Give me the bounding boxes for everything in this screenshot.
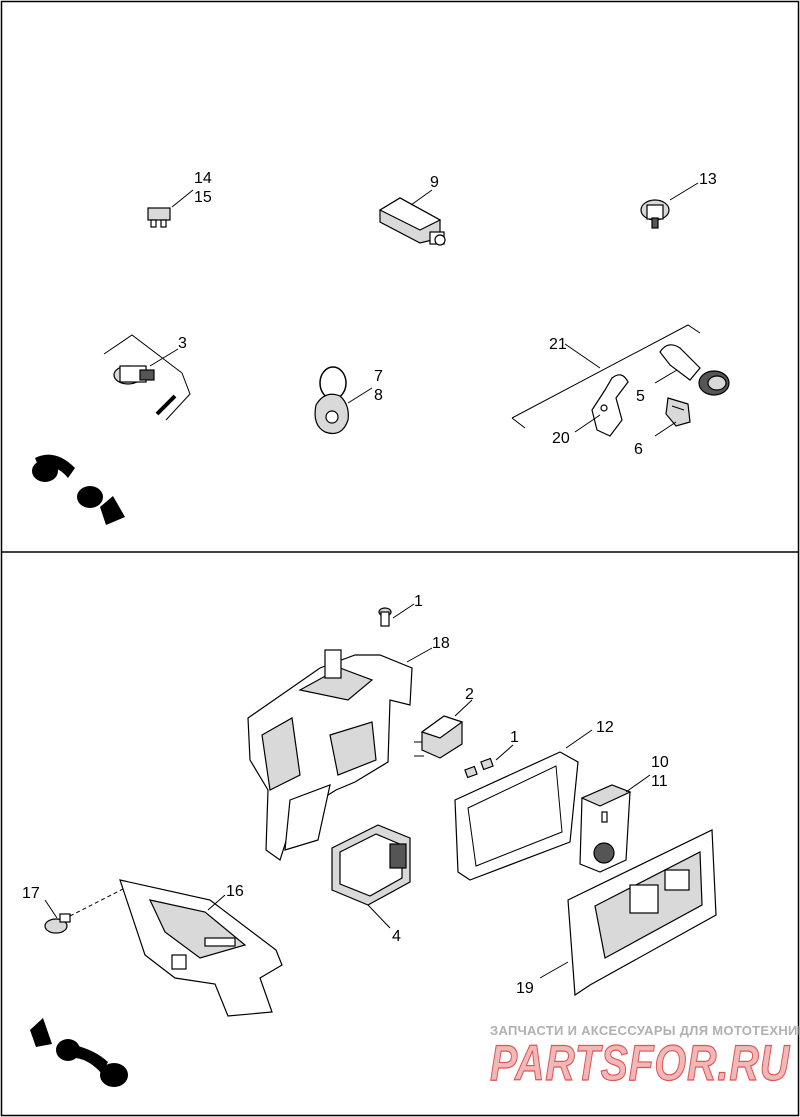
part-connector-9 (378, 189, 446, 246)
callout-20: 20 (552, 430, 570, 447)
part-key-fob (314, 366, 373, 435)
watermark-logo: PARTSFOR.RU (490, 1035, 791, 1091)
callout-5: 5 (636, 388, 645, 405)
callout-21: 21 (549, 336, 567, 353)
part-tab-6 (654, 397, 691, 437)
part-screw-1a (378, 603, 415, 627)
callout-7: 7 (374, 368, 383, 385)
part-ignition-5 (654, 344, 730, 396)
kit-bracket-21 (511, 324, 701, 429)
callout-4: 4 (392, 928, 401, 945)
callout-18: 18 (432, 635, 450, 652)
callout-1b: 1 (510, 729, 519, 746)
part-switch-3 (103, 334, 191, 421)
part-sensor-13 (640, 182, 699, 229)
part-screw-1b (464, 744, 514, 779)
part-box-4 (331, 824, 411, 929)
callout-13: 13 (699, 171, 717, 188)
part-frame-12 (454, 729, 593, 881)
watermark-tagline: ЗАПЧАСТИ И АКСЕССУАРЫ ДЛЯ МОТОТЕХНИКИ (490, 1023, 800, 1038)
callout-19: 19 (516, 980, 534, 997)
direction-arrow-reverse-icon (30, 1018, 128, 1087)
callout-8: 8 (374, 387, 383, 404)
callout-14: 14 (194, 170, 212, 187)
part-plate-16 (119, 879, 283, 1017)
callout-6: 6 (634, 441, 643, 458)
part-clip-20 (574, 374, 629, 437)
part-bracket-19 (539, 829, 717, 997)
callout-17: 17 (22, 885, 40, 902)
part-module-10 (579, 774, 651, 873)
callout-2: 2 (465, 686, 474, 703)
callout-15: 15 (194, 189, 212, 206)
part-relay-2 (414, 699, 473, 759)
part-rivet-17 (44, 887, 126, 934)
callout-10: 10 (651, 754, 669, 771)
direction-arrow-icon (32, 454, 125, 525)
callout-9: 9 (430, 174, 439, 191)
part-tray-18 (247, 647, 433, 861)
callout-16: 16 (226, 883, 244, 900)
callout-3: 3 (178, 335, 187, 352)
callout-1a: 1 (414, 593, 423, 610)
callout-11: 11 (651, 773, 668, 790)
part-fuse (147, 189, 194, 228)
callout-12: 12 (596, 719, 614, 736)
